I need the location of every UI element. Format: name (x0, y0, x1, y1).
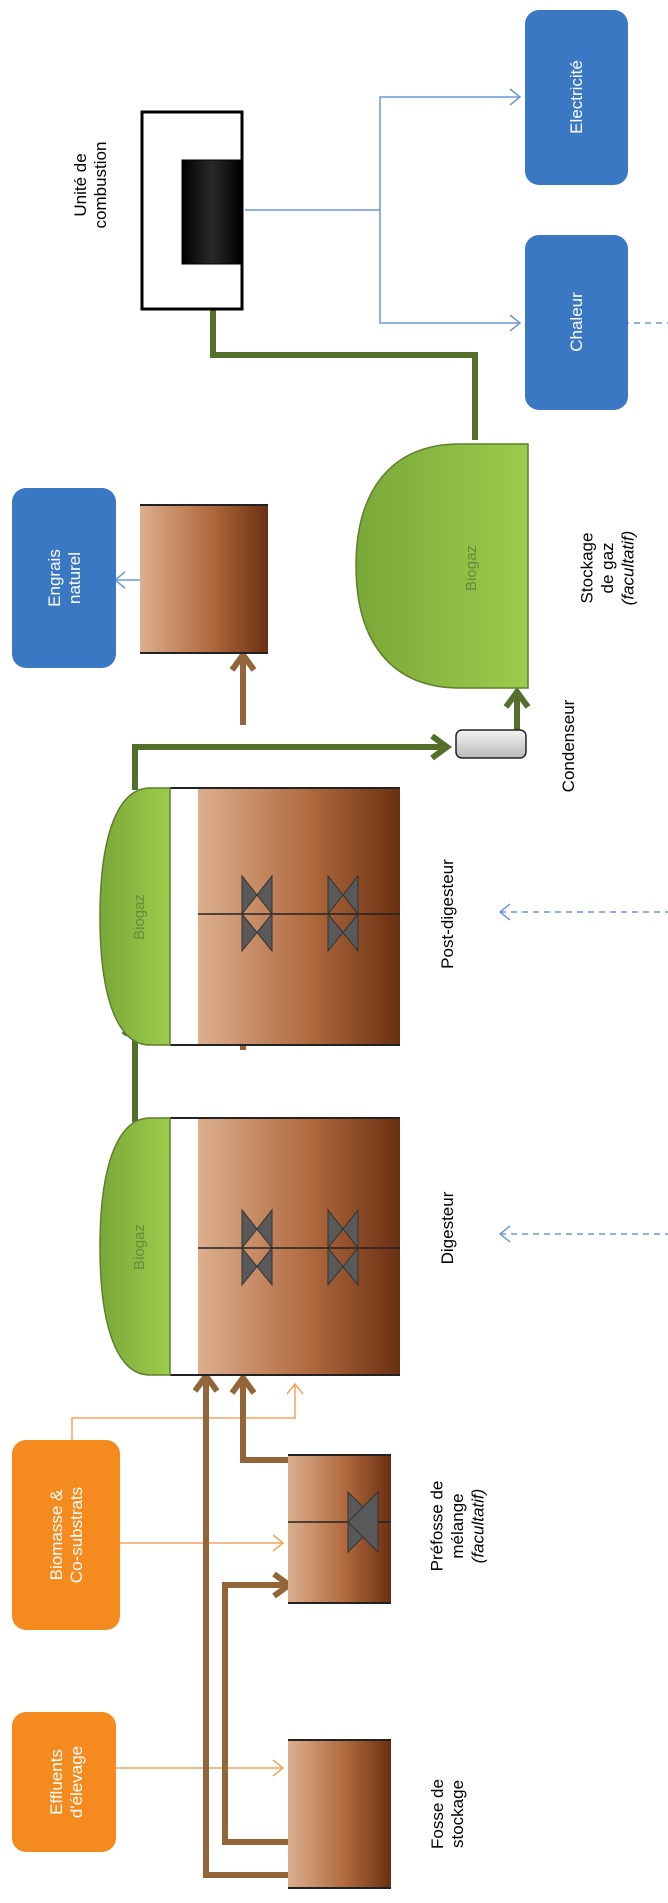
to-electricite-arrowhead (509, 88, 522, 106)
condenseur-to-storage-biogas-arrowhead (503, 686, 531, 709)
electricite-label: Electricité (567, 60, 586, 134)
digesteur-label-line-1: Digesteur (438, 1191, 457, 1264)
substrate-flow (203, 655, 288, 1878)
fosse-label-line-2: stockage (448, 1780, 467, 1848)
biomasse-to-prefosse-arrowhead (272, 1534, 285, 1552)
unite-combustion-label: Unité decombustion (71, 142, 110, 229)
prefosse-label-line-3: (facultatif) (468, 1489, 487, 1564)
effluents-label: Effluentsd'élevage (47, 1746, 86, 1818)
stockage-gaz-label: Stockagede gaz(facultatif) (578, 531, 638, 606)
stockage-gaz-label-line-3: (facultatif) (618, 531, 637, 606)
combustion-to-split-line (245, 96, 520, 211)
combustion-unit (140, 110, 244, 311)
biomasse-box (12, 1440, 120, 1630)
unite-combustion-label-line-1: Unité de (71, 153, 90, 216)
to-chaleur-arrowhead (509, 314, 522, 332)
biomasse-to-digesteur-arrowhead (286, 1382, 304, 1395)
post-digesteur-tank-body (198, 788, 400, 1045)
digesteur-tank (99, 1117, 400, 1376)
fosse-to-prefosse-line (222, 1582, 288, 1845)
chaleur-label-line-1: Chaleur (567, 292, 586, 352)
gas-storage-dome (355, 443, 529, 689)
biomass-input-lines (71, 1382, 304, 1777)
stockage-gaz-label-line-1: Stockage (578, 533, 597, 604)
post-digesteur-label: Post-digesteur (438, 859, 457, 969)
post-digesteur-heat-arrowhead (498, 903, 511, 921)
energy-output-lines (113, 88, 522, 589)
digesteur-mixer-2 (327, 1208, 359, 1287)
post-to-condenseur-biogas-arrowhead (430, 733, 453, 761)
biogaz-stockage-label: Biogaz (463, 545, 480, 591)
biomasse-label-line-2: Co-substrats (67, 1487, 86, 1583)
condenseur-vessel (455, 729, 527, 759)
post-digesteur-headspace (170, 788, 198, 1045)
prefosse-to-digesteur-line (240, 1378, 288, 1463)
engrais-label-line-1: Engrais (45, 549, 64, 607)
heat-recovery-lines (500, 322, 668, 1235)
condenseur-label-line-1: Condenseur (559, 699, 578, 792)
chaleur-label: Chaleur (567, 292, 586, 352)
unite-combustion-label-line-2: combustion (91, 142, 110, 229)
prefosse-mixer-blade-2 (347, 1490, 379, 1554)
post-digesteur-biogas-dome (99, 787, 171, 1046)
heat-arrowheads (498, 903, 511, 1243)
prefosse-label-line-2: mélange (448, 1493, 467, 1558)
digestate-tank-body (140, 505, 268, 653)
effluents-label-line-1: Effluents (47, 1749, 66, 1815)
engrais-label-line-2: naturel (65, 552, 84, 604)
post-digesteur-tank (99, 787, 400, 1046)
effluents-box (12, 1712, 116, 1852)
electricite-box (525, 10, 628, 185)
stockage-gaz-label-line-2: de gaz (598, 542, 617, 593)
effluents-label-line-2: d'élevage (67, 1746, 86, 1818)
engrais-label: Engraisnaturel (45, 549, 84, 607)
combustion-engine-block (181, 159, 243, 265)
fosse-label: Fosse destockage (428, 1779, 467, 1849)
engrais-box (12, 488, 116, 668)
fosse-label-line-1: Fosse de (428, 1779, 447, 1849)
digesteur-tank-body (198, 1118, 400, 1375)
biomasse-label-line-1: Biomasse & (47, 1489, 66, 1580)
chaleur-box (525, 235, 628, 410)
prefosse-tank (288, 1454, 391, 1604)
post-digesteur-mixer-2 (327, 874, 359, 953)
biogaz-post-digesteur-label: Biogaz (131, 894, 148, 940)
post-to-condenseur-biogas-line (132, 744, 447, 790)
digesteur-headspace (170, 1118, 198, 1375)
digestate-storage-tank (140, 504, 268, 654)
post-to-storage-arrowhead (229, 649, 257, 672)
post-digesteur-mixer-1 (241, 874, 273, 953)
digesteur-mixer-1 (241, 1208, 273, 1287)
digesteur-label: Digesteur (438, 1191, 457, 1264)
biomasse-label: Biomasse &Co-substrats (47, 1487, 86, 1583)
biogaz-digesteur-label: Biogaz (131, 1224, 148, 1270)
post-digesteur-label-line-1: Post-digesteur (438, 859, 457, 969)
effluents-to-fosse-arrowhead (272, 1759, 285, 1777)
biomasse-to-digesteur-line (71, 1384, 296, 1440)
digesteur-biogas-dome (99, 1117, 171, 1376)
digesteur-heat-arrowhead (498, 1225, 511, 1243)
fosse-de-stockage-tank (288, 1739, 391, 1889)
gas-storage (355, 443, 529, 689)
storage-to-combustion-biogas-line (210, 265, 478, 440)
prefosse-to-digesteur-arrowhead (229, 1372, 257, 1395)
condenseur-label: Condenseur (559, 699, 578, 792)
electricite-label-line-1: Electricité (567, 60, 586, 134)
fosse-tank-body (288, 1740, 391, 1888)
to-chaleur-line (379, 210, 520, 324)
prefosse-label: Préfosse demélange(facultatif) (428, 1481, 488, 1572)
prefosse-label-line-1: Préfosse de (428, 1481, 447, 1572)
fosse-to-digesteur-line (203, 1376, 288, 1878)
